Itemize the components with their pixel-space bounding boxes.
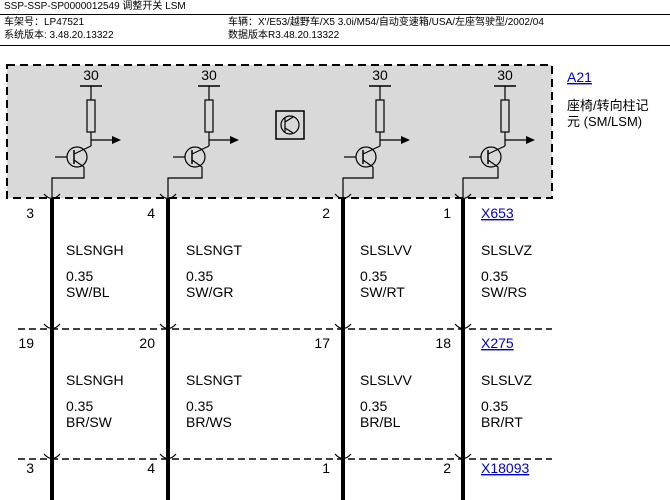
vin-label: 车架号：LP47521	[4, 17, 85, 28]
supply-label: 30	[83, 67, 99, 83]
connector-pin-mark	[43, 193, 61, 200]
pin-number: 3	[26, 460, 34, 476]
wire-size-label: 0.35	[186, 398, 213, 414]
connector-pin-mark	[454, 453, 472, 460]
document-title: SSP-SSP-SP0000012549 调整开关 LSM	[4, 1, 186, 12]
wire-size-label: 0.35	[481, 398, 508, 414]
arrow-right-icon	[401, 136, 410, 144]
module-ref-link: A21	[567, 69, 592, 85]
wire-color-label: BR/BL	[360, 414, 401, 430]
wire-color-label: BR/SW	[66, 414, 113, 430]
data-version-label: 数据版本R3.48.20.13322	[228, 30, 340, 41]
wire-signal-label: SLSLVZ	[481, 372, 533, 388]
transistor-symbol-icon	[275, 110, 305, 140]
wire-signal-label: SLSLVZ	[481, 242, 533, 258]
connector-pin-mark	[43, 323, 61, 330]
wire-color-label: SW/BL	[66, 284, 110, 300]
connector-pin-mark	[159, 453, 177, 460]
connector-ref-link: X275	[481, 335, 514, 351]
wire-size-label: 0.35	[66, 268, 93, 284]
wire-size-label: 0.35	[186, 268, 213, 284]
module-description: 座椅/转向柱记	[567, 98, 649, 113]
connector-pin-mark	[454, 323, 472, 330]
pin-number: 17	[314, 335, 330, 351]
pin-number: 1	[322, 460, 330, 476]
pin-number: 3	[26, 205, 34, 221]
pin-number: 4	[147, 460, 155, 476]
output-stage-3: 30	[342, 67, 410, 199]
transistor-emitter	[362, 159, 374, 168]
wire-color-label: BR/RT	[481, 414, 523, 430]
supply-label: 30	[372, 67, 388, 83]
wire-size-label: 0.35	[360, 268, 387, 284]
transistor-collector	[73, 145, 92, 155]
system-version-label: 系统版本: 3.48.20.13322	[4, 30, 114, 41]
wire-signal-label: SLSNGH	[66, 242, 124, 258]
connector-ref-link: X18093	[481, 460, 529, 476]
transistor-emitter	[73, 159, 85, 168]
pin-number: 1	[443, 205, 451, 221]
module-description: 元 (SM/LSM)	[567, 114, 642, 129]
arrow-right-icon	[526, 136, 535, 144]
wire-size-label: 0.35	[360, 398, 387, 414]
stage-output-wire	[167, 167, 203, 199]
wire-size-label: 0.35	[481, 268, 508, 284]
wire-signal-label: SLSNGH	[66, 372, 124, 388]
wire-signal-label: SLSLVV	[360, 372, 413, 388]
pin-number: 2	[322, 205, 330, 221]
pin-number: 19	[18, 335, 34, 351]
wire-size-label: 0.35	[66, 398, 93, 414]
stage-output-wire	[51, 167, 85, 199]
wire-signal-label: SLSNGT	[186, 372, 242, 388]
wire-harness	[50, 199, 465, 500]
vehicle-label: 车辆：X'/E53/越野车/X5 3.0i/M54/自动变速箱/USA/左座驾驶…	[228, 17, 544, 28]
arrow-right-icon	[230, 136, 239, 144]
connector-pin-mark	[334, 453, 352, 460]
wire-signal-label: SLSLVV	[360, 242, 413, 258]
supply-label: 30	[497, 67, 513, 83]
output-stage-4: 30	[462, 67, 535, 199]
stage-output-wire	[462, 167, 499, 199]
transistor-emitter	[191, 159, 203, 168]
pin-number: 2	[443, 460, 451, 476]
transistor-collector	[362, 145, 381, 155]
transistor-collector	[487, 145, 506, 155]
connector-pin-mark	[334, 193, 352, 200]
output-stage-2: 30	[167, 67, 239, 199]
pin-number: 20	[139, 335, 155, 351]
output-stage-1: 30	[51, 67, 121, 199]
pin-number: 4	[147, 205, 155, 221]
module-a21-housing	[6, 64, 553, 199]
wire-color-label: SW/RT	[360, 284, 405, 300]
supply-label: 30	[201, 67, 217, 83]
connector-pin-mark	[43, 453, 61, 460]
wire-color-label: SW/GR	[186, 284, 233, 300]
connector-pin-mark	[334, 323, 352, 330]
transistor-emitter	[487, 159, 499, 168]
connector-separators	[18, 193, 552, 460]
wire-signal-label: SLSNGT	[186, 242, 242, 258]
wire-color-label: SW/RS	[481, 284, 527, 300]
connector-pin-mark	[159, 193, 177, 200]
stage-output-wire	[342, 167, 374, 199]
connector-pin-mark	[454, 193, 472, 200]
wire-color-label: BR/WS	[186, 414, 232, 430]
connector-pin-mark	[159, 323, 177, 330]
connector-ref-link: X653	[481, 205, 514, 221]
output-stages: 30 30 30 30	[51, 67, 535, 199]
pin-number: 18	[435, 335, 451, 351]
arrow-right-icon	[112, 136, 121, 144]
transistor-collector	[191, 145, 210, 155]
